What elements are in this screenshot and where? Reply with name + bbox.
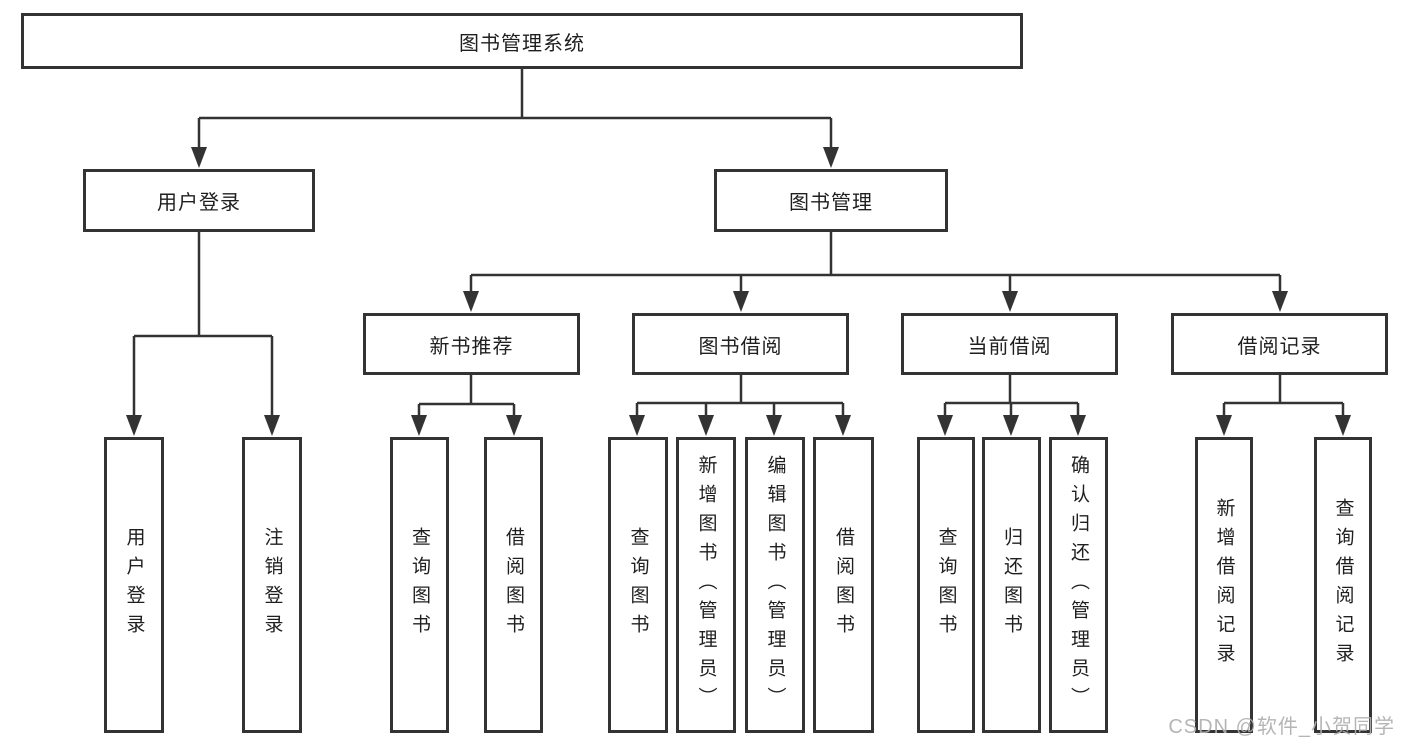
leaf-query-book-current: 查询图书 (917, 437, 975, 733)
leaf-borrow-book-newrec: 借阅图书 (484, 437, 543, 733)
csdn-watermark: CSDN @软件_小贺同学 (1168, 716, 1395, 738)
node-label: 注销登录 (261, 527, 283, 643)
leaf-logout: 注销登录 (242, 437, 302, 733)
leaf-borrow-book: 借阅图书 (813, 437, 874, 733)
node-label: 用户登录 (123, 527, 145, 643)
leaf-edit-book-admin: 编辑图书（管理员） (745, 437, 805, 733)
node-borrow-records: 借阅记录 (1171, 313, 1388, 375)
leaf-add-borrow-record: 新增借阅记录 (1195, 437, 1253, 733)
leaf-user-login: 用户登录 (104, 437, 164, 733)
node-label: 查询图书 (409, 527, 430, 643)
node-label: 当前借阅 (967, 335, 1052, 358)
node-book-management: 图书管理 (714, 169, 948, 232)
node-label: 查询借阅记录 (1332, 498, 1354, 672)
node-label: 借阅记录 (1237, 335, 1322, 358)
node-root-system: 图书管理系统 (21, 13, 1023, 69)
leaf-query-borrow-record: 查询借阅记录 (1314, 437, 1372, 733)
leaf-confirm-return-admin: 确认归还（管理员） (1049, 437, 1108, 733)
node-label: 新增借阅记录 (1213, 498, 1235, 672)
node-label: 图书管理 (789, 192, 873, 214)
node-label: 新增图书（管理员） (695, 454, 717, 716)
node-user-login: 用户登录 (83, 169, 315, 232)
node-label: 借阅图书 (833, 527, 854, 643)
node-label: 图书借阅 (698, 335, 783, 358)
node-label: 用户登录 (157, 192, 241, 214)
node-label: 新书推荐 (429, 335, 514, 358)
leaf-add-book-admin: 新增图书（管理员） (676, 437, 736, 733)
node-label: 查询图书 (627, 527, 649, 643)
node-label: 确认归还（管理员） (1068, 454, 1089, 716)
node-book-borrow: 图书借阅 (632, 313, 849, 375)
node-current-borrow: 当前借阅 (901, 313, 1118, 375)
node-label: 图书管理系统 (459, 32, 585, 55)
leaf-query-book-borrow: 查询图书 (608, 437, 668, 733)
node-label: 编辑图书（管理员） (764, 454, 786, 716)
leaf-return-book: 归还图书 (982, 437, 1041, 733)
node-label: 归还图书 (1001, 527, 1022, 643)
node-new-book-recommend: 新书推荐 (363, 313, 580, 375)
node-label: 查询图书 (935, 527, 957, 643)
leaf-query-book-newrec: 查询图书 (390, 437, 449, 733)
node-label: 借阅图书 (503, 527, 524, 643)
